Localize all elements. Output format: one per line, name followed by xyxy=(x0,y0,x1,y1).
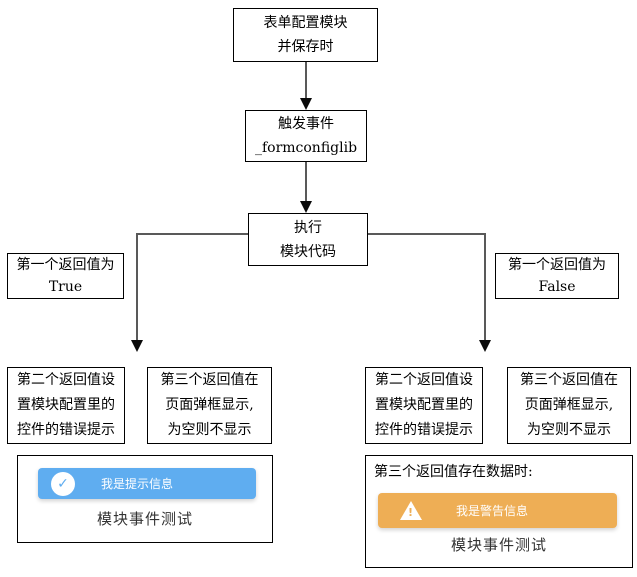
flow-node-start-line1: 表单配置模块 xyxy=(263,15,348,31)
preview-false-caption: 模块事件测试 xyxy=(450,536,547,554)
flow-node-execute-line1: 执行 xyxy=(294,219,322,236)
arrowhead-left-branch xyxy=(131,340,143,352)
info-toast-text: 我是提示信息 xyxy=(101,477,174,491)
flow-node-execute-line2: 模块代码 xyxy=(280,243,336,260)
flow-node-true-line2: True xyxy=(48,279,83,295)
flow-node-second-return-left: 第二个返回值设 置模块配置里的 控件的错误提示 xyxy=(7,367,125,444)
preview-panel-false: 第三个返回值存在数据时: ! 我是警告信息 模块事件测试 xyxy=(365,455,633,568)
flow-node-true-line1: 第一个返回值为 xyxy=(16,257,115,273)
flow-node-trigger-line1: 触发事件 xyxy=(278,116,334,132)
warning-toast: ! 我是警告信息 xyxy=(378,493,617,528)
flow-node-trigger-line2: _formconfiglib xyxy=(254,140,358,156)
flow-node-third-return-right: 第三个返回值在 页面弹框显示, 为空则不显示 xyxy=(507,367,631,444)
second-return-left-line2: 置模块配置里的 xyxy=(17,397,115,413)
second-return-left-line3: 控件的错误提示 xyxy=(17,422,115,438)
connector-execute-right-v xyxy=(484,233,486,341)
third-return-right-line1: 第三个返回值在 xyxy=(520,372,618,388)
warning-icon: ! xyxy=(400,501,422,520)
arrowhead-trigger-execute xyxy=(300,201,312,213)
warning-toast-text: 我是警告信息 xyxy=(456,504,529,518)
connector-start-trigger xyxy=(305,62,307,99)
preview-true-caption: 模块事件测试 xyxy=(96,510,193,528)
second-return-left-line1: 第二个返回值设 xyxy=(17,372,115,388)
connector-execute-left-v xyxy=(136,233,138,341)
flow-node-second-return-right: 第二个返回值设 置模块配置里的 控件的错误提示 xyxy=(365,367,483,444)
flow-node-third-return-left: 第三个返回值在 页面弹框显示, 为空则不显示 xyxy=(147,367,272,444)
check-icon: ✓ xyxy=(51,471,75,496)
flow-node-false-line1: 第一个返回值为 xyxy=(508,257,606,273)
connector-execute-right-h xyxy=(368,233,485,235)
flow-node-false-line2: False xyxy=(538,279,576,295)
preview-false-heading: 第三个返回值存在数据时: xyxy=(374,464,533,480)
third-return-left-line3: 为空则不显示 xyxy=(167,422,252,438)
preview-panel-true: ✓ 我是提示信息 模块事件测试 xyxy=(17,455,273,543)
info-toast: ✓ 我是提示信息 xyxy=(38,468,256,499)
flow-node-false-label: 第一个返回值为 False xyxy=(495,253,619,299)
arrowhead-right-branch xyxy=(479,340,491,352)
flow-node-start: 表单配置模块 并保存时 xyxy=(233,8,378,62)
second-return-right-line1: 第二个返回值设 xyxy=(375,372,473,388)
third-return-right-line3: 为空则不显示 xyxy=(527,422,611,438)
flow-node-execute: 执行 模块代码 xyxy=(248,213,368,266)
third-return-left-line2: 页面弹框显示, xyxy=(165,397,254,413)
arrowhead-start-trigger xyxy=(300,98,312,110)
flow-node-trigger: 触发事件 _formconfiglib xyxy=(245,110,367,162)
second-return-right-line2: 置模块配置里的 xyxy=(375,397,473,413)
connector-execute-left-h xyxy=(137,233,248,235)
flow-node-true-label: 第一个返回值为 True xyxy=(7,253,124,299)
flow-node-start-line2: 并保存时 xyxy=(277,39,334,55)
second-return-right-line3: 控件的错误提示 xyxy=(375,422,473,438)
third-return-left-line1: 第三个返回值在 xyxy=(160,372,259,388)
third-return-right-line2: 页面弹框显示, xyxy=(524,397,614,413)
connector-trigger-execute xyxy=(305,162,307,202)
